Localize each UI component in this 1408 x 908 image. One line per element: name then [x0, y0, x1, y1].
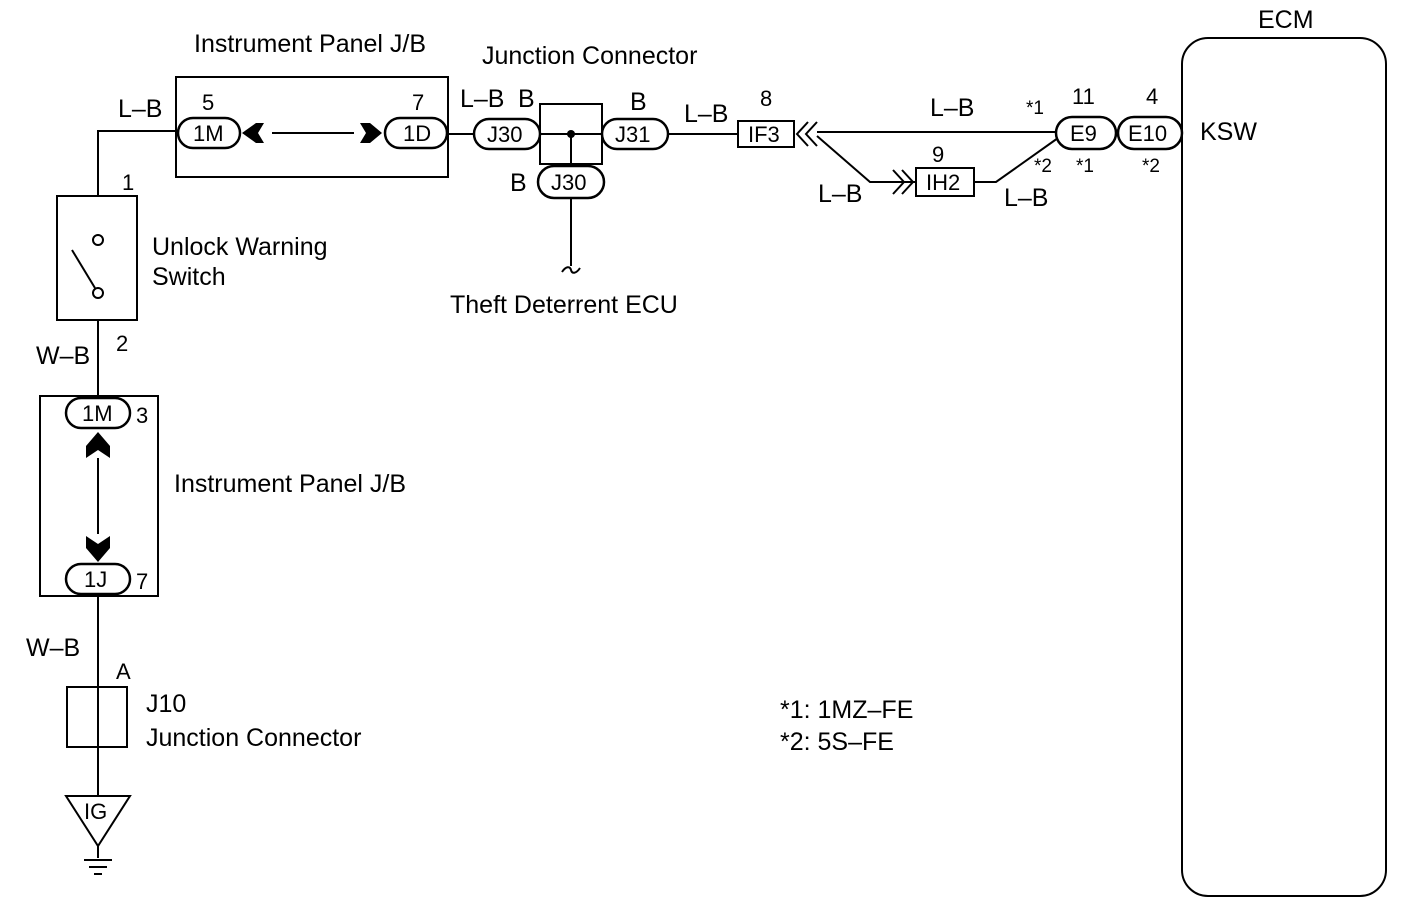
- connector-1j-mid-label: 1J: [84, 567, 107, 592]
- switch-contact-bottom: [92, 287, 104, 299]
- ip-jb-top-terminal-left: [242, 123, 264, 143]
- wire-label-left-top: L–B: [118, 95, 162, 123]
- wire-label-j30-b-top: B: [518, 85, 535, 113]
- connector-e9: [1054, 115, 1118, 151]
- ground-point-ig: [64, 795, 132, 848]
- connector-e10: [1116, 115, 1184, 151]
- j10-desc-label: Junction Connector: [146, 724, 361, 752]
- wire-left-top: [97, 130, 178, 196]
- wire-label-if3-left: L–B: [684, 100, 728, 128]
- pin-j10: A: [116, 659, 131, 684]
- connector-1d-top-label: 1D: [403, 121, 431, 146]
- asterisk-e9-bottom: *1: [1076, 156, 1094, 177]
- wire-label-top-right: L–B: [930, 94, 974, 122]
- connector-1j-mid: [64, 562, 132, 596]
- ih2-chevron-mark: [892, 169, 915, 195]
- j10-label: J10: [146, 690, 186, 718]
- connector-1m-top: [176, 116, 242, 150]
- junction-connector-top-splice: [567, 130, 575, 138]
- ip-jb-mid-label: Instrument Panel J/B: [174, 470, 406, 498]
- theft-ecu-continuation-mark: [561, 266, 581, 274]
- wire-label-switch-bottom: W–B: [36, 342, 90, 370]
- connector-j30-bottom-label: J30: [551, 170, 586, 195]
- connector-j30-left-label: J30: [487, 122, 522, 147]
- pin-switch-bottom: 2: [116, 331, 128, 356]
- connector-j31-label: J31: [615, 122, 650, 147]
- wire-label-j30-b-bottom: B: [510, 169, 527, 197]
- pin-1m-top: 5: [202, 90, 214, 115]
- pin-ih2: 9: [932, 142, 944, 167]
- unlock-warning-switch-label-1: Unlock Warning: [152, 233, 328, 261]
- unlock-warning-switch-label-2: Switch: [152, 263, 226, 291]
- connector-1m-mid: [64, 396, 132, 430]
- pin-e10: 4: [1146, 84, 1158, 109]
- if3-chevron-mark: [795, 121, 818, 147]
- ecm-box: [1181, 37, 1387, 897]
- connector-j30-left: [472, 117, 542, 151]
- switch-contact-top: [92, 234, 104, 246]
- ksw-terminal-label: KSW: [1200, 118, 1257, 146]
- pin-1j-mid: 7: [136, 569, 148, 594]
- wire-label-ih2-right: L–B: [1004, 184, 1048, 212]
- connector-if3-label: IF3: [748, 122, 780, 147]
- wire-label-j31-b: B: [630, 88, 647, 116]
- ip-jb-top-label: Instrument Panel J/B: [194, 30, 426, 58]
- connector-1m-mid-label: 1M: [82, 401, 113, 426]
- wire-label-ih2-left: L–B: [818, 180, 862, 208]
- pin-1m-mid: 3: [136, 403, 148, 428]
- ip-jb-mid-terminal-top: [86, 432, 110, 458]
- wire-if3-to-ih2: [816, 135, 916, 183]
- pin-1d-top: 7: [412, 90, 424, 115]
- unlock-warning-switch-box: [56, 195, 138, 321]
- connector-ih2-label: IH2: [926, 170, 960, 195]
- ip-jb-top-box: [175, 76, 449, 178]
- asterisk-e9-top: *1: [1026, 98, 1044, 119]
- ecm-label: ECM: [1258, 6, 1314, 34]
- ip-jb-mid-terminal-bottom: [86, 536, 110, 562]
- note-1: *1: 1MZ–FE: [780, 696, 913, 724]
- ip-jb-top-terminal-right: [360, 123, 382, 143]
- ground-point-ig-label: IG: [84, 799, 107, 824]
- pin-if3: 8: [760, 86, 772, 111]
- connector-1m-top-label: 1M: [193, 121, 224, 146]
- connector-e9-label: E9: [1070, 121, 1097, 146]
- connector-if3: [737, 120, 795, 148]
- theft-deterrent-ecu-label: Theft Deterrent ECU: [450, 291, 678, 319]
- wire-ih2-to-e9: [974, 137, 1059, 183]
- pin-e9: 11: [1072, 84, 1095, 109]
- wire-label-j30-left: L–B: [460, 85, 504, 113]
- connector-e10-label: E10: [1128, 121, 1167, 146]
- wire-label-j10-top: W–B: [26, 634, 80, 662]
- pin-switch-top: 1: [122, 170, 134, 195]
- asterisk-e10-bottom: *2: [1142, 156, 1160, 177]
- junction-connector-top-label: Junction Connector: [482, 42, 697, 70]
- connector-ih2: [915, 167, 975, 197]
- switch-blade: [71, 249, 96, 289]
- note-2: *2: 5S–FE: [780, 728, 894, 756]
- asterisk-e9-mid: *2: [1034, 156, 1052, 177]
